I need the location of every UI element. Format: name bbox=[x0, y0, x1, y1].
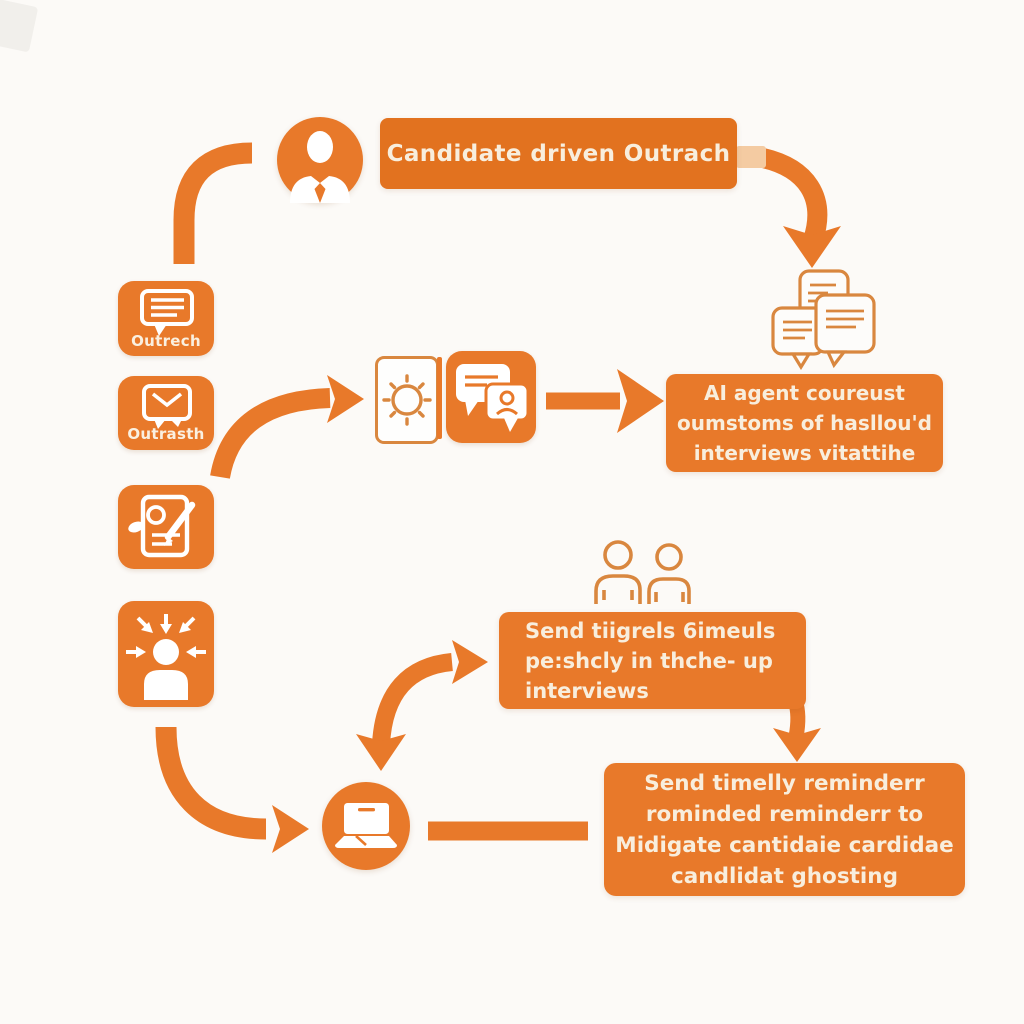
sun-chat-separator bbox=[437, 357, 442, 439]
followup-box: Send tiigrels 6imeuls pe:shcly in thche-… bbox=[499, 612, 806, 709]
candidate-avatar-node bbox=[277, 117, 363, 203]
curve-banner-to-stack bbox=[760, 148, 828, 244]
followup-box-line: Send tiigrels 6imeuls bbox=[525, 618, 776, 643]
reminder-box: Send timelly reminderr rominded reminder… bbox=[604, 763, 965, 896]
reminder-box-line: Send timelly reminderr bbox=[644, 770, 925, 796]
chat-node bbox=[446, 351, 536, 443]
ai-agent-box: AI agent coureust oumstoms of hasllou'd … bbox=[666, 374, 943, 472]
reminder-box-line: rominded reminderr to bbox=[645, 801, 924, 827]
followup-box-line: pe:shcly in thche- up bbox=[525, 648, 773, 673]
ai-agent-box-line: interviews vitattihe bbox=[693, 441, 916, 465]
chat-bubbles-person-icon bbox=[456, 364, 530, 432]
arrowhead-down-laptop bbox=[356, 734, 406, 771]
ai-agent-box-line: AI agent coureust bbox=[704, 381, 905, 405]
title-banner-label: Candidate driven Outrach bbox=[386, 140, 731, 167]
reminder-box-line: Midigate cantidaie cardidae bbox=[615, 832, 954, 858]
envelope-bubble-icon bbox=[142, 384, 192, 429]
reminder-box-line: candlidat ghosting bbox=[671, 863, 898, 889]
tile-label: Outrasth bbox=[127, 425, 205, 443]
tile-label: Outrech bbox=[131, 331, 201, 350]
arrowhead-right-aibox bbox=[617, 369, 664, 433]
tile-document-signature bbox=[118, 485, 214, 569]
tile-candidate-focus bbox=[118, 601, 214, 707]
person-avatar-icon bbox=[290, 131, 350, 203]
sun-icon bbox=[382, 374, 432, 426]
speech-bubbles-stack-icon bbox=[771, 269, 876, 370]
sun-node bbox=[375, 356, 439, 444]
cycle-curve bbox=[372, 653, 454, 745]
followup-box-line: interviews bbox=[525, 678, 649, 703]
tile-outreach-chat: Outrech bbox=[118, 281, 214, 356]
person-focus-arrows-icon bbox=[126, 614, 206, 700]
arrowhead-right-sun bbox=[327, 375, 364, 423]
curve-tiles-to-laptop bbox=[155, 726, 267, 840]
arrowhead-right-laptop bbox=[272, 805, 309, 853]
ai-agent-box-line: oumstoms of hasllou'd bbox=[677, 411, 932, 435]
arrowhead-down-reminder bbox=[773, 728, 821, 762]
laptop-node bbox=[322, 782, 410, 870]
laptop-icon bbox=[335, 803, 397, 848]
title-banner: Candidate driven Outrach bbox=[380, 118, 737, 189]
arrowhead-right-followup bbox=[452, 640, 488, 684]
arrowhead-down-stack bbox=[783, 226, 841, 268]
speech-bubble-lines-icon bbox=[140, 288, 194, 336]
two-people-icon bbox=[594, 540, 691, 604]
document-signature-icon bbox=[128, 494, 196, 558]
curve-tiles-to-sun bbox=[210, 388, 331, 480]
banner-arrow-nub bbox=[736, 146, 766, 168]
curve-left-to-avatar bbox=[173, 142, 253, 264]
tile-outreach-mail: Outrasth bbox=[118, 376, 214, 450]
